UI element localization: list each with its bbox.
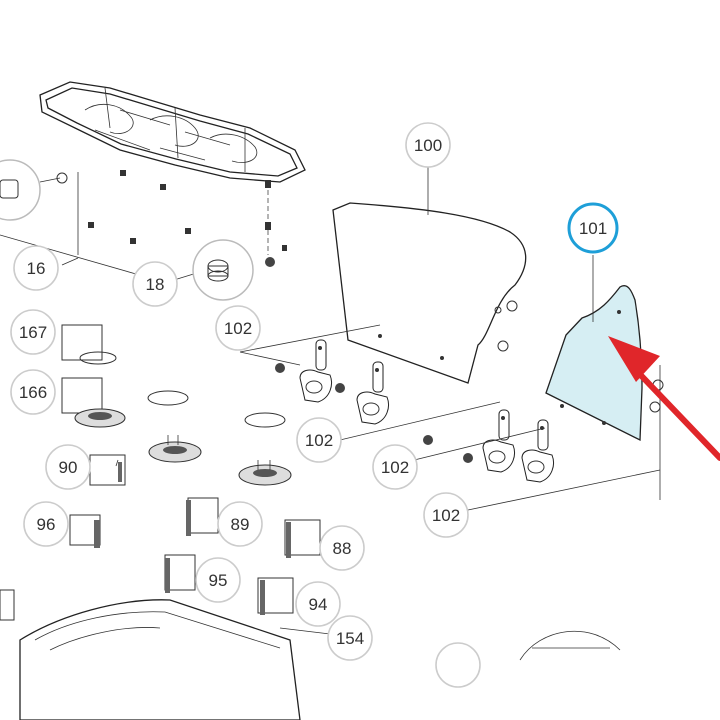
callout-16: 16 xyxy=(13,245,59,291)
svg-text:94: 94 xyxy=(309,595,328,614)
svg-text:102: 102 xyxy=(305,431,333,450)
svg-text:90: 90 xyxy=(59,458,78,477)
callout-167: 167 xyxy=(10,309,56,355)
callout-154: 154 xyxy=(327,615,373,661)
pan-support-grid xyxy=(39,81,306,255)
clip-detail xyxy=(0,159,68,221)
callout-90: 90 xyxy=(45,444,91,490)
svg-text:154: 154 xyxy=(336,629,364,648)
callout-100: 100 xyxy=(405,122,451,168)
callout-102-c: 102 xyxy=(372,444,418,490)
hinge-group xyxy=(275,339,554,483)
red-arrow-icon xyxy=(608,336,720,461)
callout-102-a: 102 xyxy=(215,305,261,351)
svg-text:18: 18 xyxy=(146,275,165,294)
callout-102-d: 102 xyxy=(423,492,469,538)
callout-95: 95 xyxy=(195,557,241,603)
callout-94: 94 xyxy=(295,581,341,627)
grommet-detail xyxy=(192,239,275,301)
svg-text:100: 100 xyxy=(414,136,442,155)
svg-text:95: 95 xyxy=(209,571,228,590)
callout-166: 166 xyxy=(10,369,56,415)
svg-text:88: 88 xyxy=(333,539,352,558)
callout-18: 18 xyxy=(132,261,178,307)
callout-89: 89 xyxy=(217,501,263,547)
svg-text:102: 102 xyxy=(224,319,252,338)
svg-text:167: 167 xyxy=(19,323,47,342)
svg-text:102: 102 xyxy=(432,506,460,525)
svg-text:101: 101 xyxy=(579,219,607,238)
burner-parts xyxy=(0,324,321,621)
callout-102-b: 102 xyxy=(296,417,342,463)
bottom-tray xyxy=(19,599,621,720)
callout-101: 101 xyxy=(567,202,619,254)
callout-88: 88 xyxy=(319,525,365,571)
callout-96: 96 xyxy=(23,501,69,547)
svg-text:102: 102 xyxy=(381,458,409,477)
svg-text:96: 96 xyxy=(37,515,56,534)
glass-lid-panel-100 xyxy=(332,202,527,384)
callout-edge-partial xyxy=(435,642,481,688)
svg-text:16: 16 xyxy=(27,259,46,278)
svg-text:89: 89 xyxy=(231,515,250,534)
svg-text:166: 166 xyxy=(19,383,47,402)
